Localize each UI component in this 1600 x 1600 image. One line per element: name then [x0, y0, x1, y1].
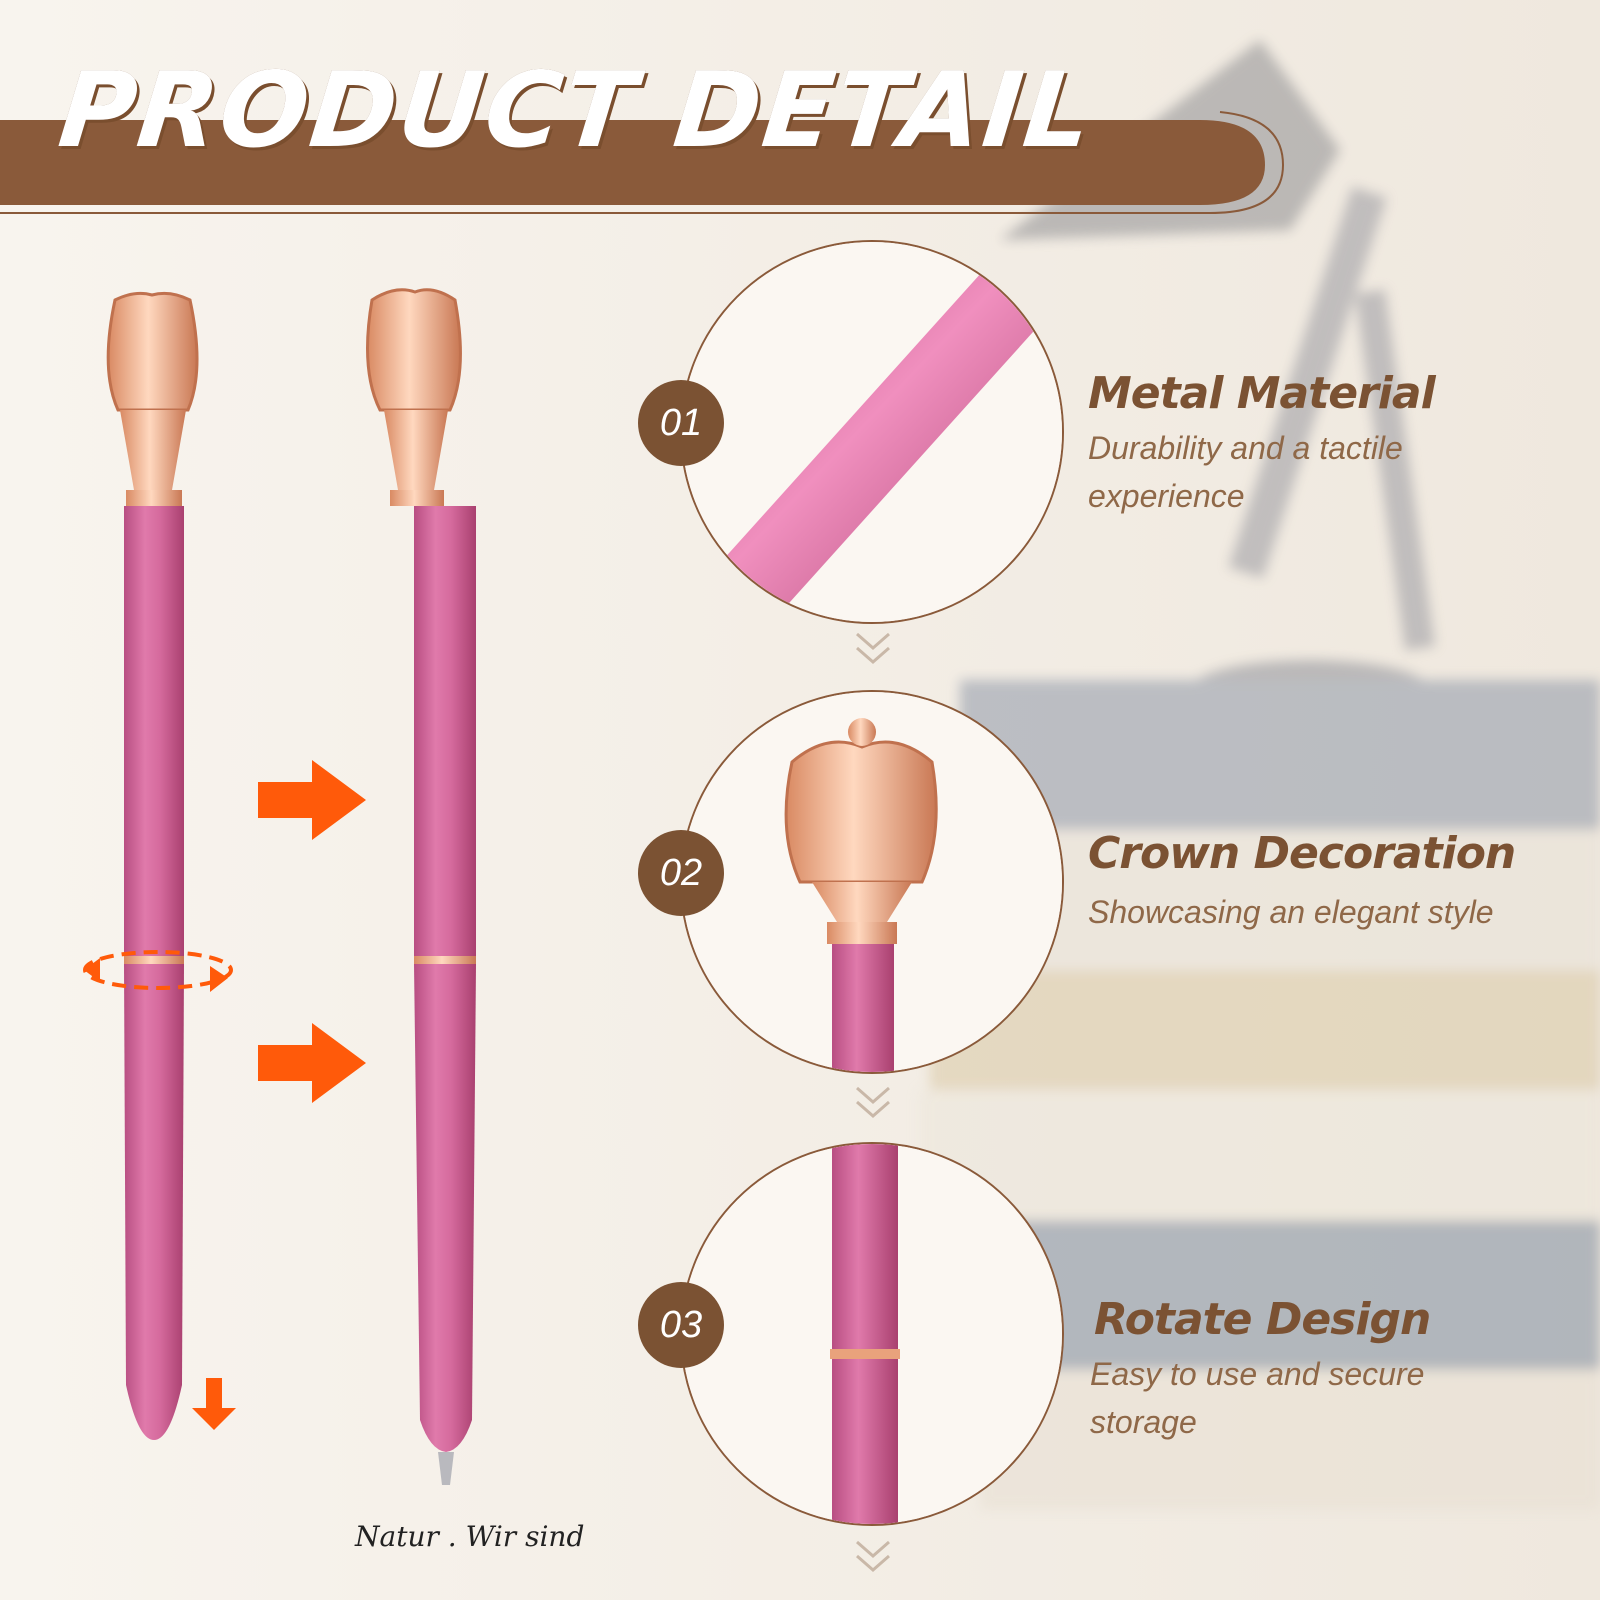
- signature-text: Natur . Wir sind: [355, 1520, 585, 1553]
- title-banner: [0, 111, 1285, 214]
- feature-image-rotate-design: [680, 1142, 1064, 1526]
- pen-closed: [83, 291, 233, 1440]
- feature-title: Metal Material: [1088, 368, 1436, 419]
- arrow-down-icon: [192, 1378, 236, 1430]
- feature-image-metal-material: [680, 240, 1064, 624]
- pen-open: [366, 288, 476, 1485]
- feature-number-badge: 02: [638, 830, 724, 916]
- page-title: PRODUCT DETAIL: [53, 49, 1100, 171]
- arrow-right-icon: [258, 1023, 366, 1103]
- feature-number-badge: 01: [638, 380, 724, 466]
- pens-illustration: [83, 288, 476, 1485]
- chevron-down-icon: [856, 1086, 890, 1118]
- feature-description: Durability and a tactile experience: [1088, 430, 1403, 514]
- feature-description: Showcasing an elegant style: [1088, 894, 1494, 930]
- feature-description: Easy to use and secure storage: [1090, 1356, 1425, 1440]
- arrow-right-icon: [258, 760, 366, 840]
- feature-title: Rotate Design: [1094, 1294, 1431, 1345]
- feature-number-badge: 03: [638, 1282, 724, 1368]
- feature-image-crown-decoration: [680, 690, 1064, 1074]
- chevron-down-icon: [856, 632, 890, 664]
- feature-title: Crown Decoration: [1088, 828, 1516, 879]
- chevron-down-icon: [856, 1540, 890, 1572]
